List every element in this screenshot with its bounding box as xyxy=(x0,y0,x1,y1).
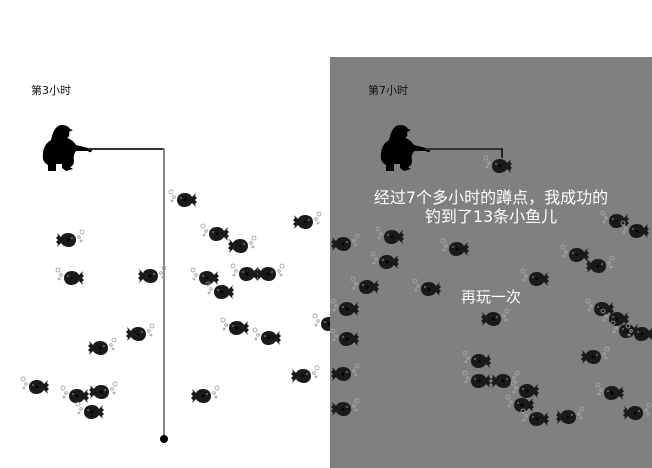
fish-icon xyxy=(312,312,330,334)
fish-icon xyxy=(625,322,652,344)
fish-icon xyxy=(137,264,167,286)
fish-icon xyxy=(125,322,155,344)
fish-icon xyxy=(370,250,400,272)
fish-icon xyxy=(600,307,630,329)
fish-icon xyxy=(330,297,360,319)
hour-counter: 第7小时 xyxy=(368,84,408,97)
fish-icon xyxy=(585,254,615,276)
fish-icon xyxy=(580,345,610,367)
result-line-2: 钓到了13条小鱼儿 xyxy=(424,207,558,226)
fish-icon xyxy=(600,209,630,231)
fish-icon xyxy=(290,364,320,386)
fish-icon xyxy=(440,237,470,259)
fish-icon xyxy=(330,327,360,349)
fish-icon xyxy=(200,222,230,244)
fish-icon xyxy=(330,232,360,254)
fish-icon xyxy=(595,381,625,403)
fish-icon xyxy=(462,349,492,371)
fish-icon xyxy=(60,384,90,406)
fish-icon xyxy=(520,407,550,429)
fish-icon xyxy=(490,369,520,391)
fish-icon xyxy=(88,380,118,402)
fish-icon xyxy=(375,225,405,247)
fish-icon xyxy=(255,262,285,284)
fish-icon xyxy=(205,280,235,302)
fish-icon xyxy=(190,266,220,288)
fish-icon xyxy=(20,375,50,397)
fish-icon xyxy=(505,393,535,415)
fishing-rod xyxy=(88,148,164,150)
fish-icon xyxy=(168,188,198,210)
fish-icon xyxy=(350,275,380,297)
fishing-line[interactable] xyxy=(163,148,165,438)
fish-icon xyxy=(227,234,257,256)
play-again-button[interactable]: 再玩一次 xyxy=(460,288,521,306)
game-screen-fishing[interactable]: 第3小时 xyxy=(0,0,330,468)
fish-icon xyxy=(510,379,540,401)
fish-icon xyxy=(87,336,117,358)
game-screen-result: 第7小时 经过7个多小时的蹲点，我成功的 钓到了13条小鱼儿 再玩一次 xyxy=(330,57,652,468)
fish-icon xyxy=(520,267,550,289)
fish-icon xyxy=(483,154,513,176)
fish-icon xyxy=(230,262,260,284)
fish-icon xyxy=(55,266,85,288)
fish-icon xyxy=(622,401,652,423)
fish-icon xyxy=(220,316,250,338)
fish-icon xyxy=(75,400,105,422)
hour-counter: 第3小时 xyxy=(31,84,71,97)
fish-icon xyxy=(610,319,640,341)
hook-sinker-icon[interactable] xyxy=(160,435,168,443)
fish-icon xyxy=(252,326,282,348)
fish-icon xyxy=(462,369,492,391)
result-line-1: 经过7个多小时的蹲点，我成功的 xyxy=(373,188,609,207)
fish-icon xyxy=(412,277,442,299)
fish-icon xyxy=(292,210,322,232)
fishing-line xyxy=(501,148,503,158)
fish-icon xyxy=(560,243,590,265)
fish-icon xyxy=(620,219,650,241)
result-message: 经过7个多小时的蹲点，我成功的 钓到了13条小鱼儿 xyxy=(330,188,652,226)
fish-icon xyxy=(330,397,360,419)
fishing-rod xyxy=(426,148,502,150)
fish-icon xyxy=(480,307,510,329)
fish-icon xyxy=(555,405,585,427)
fish-icon xyxy=(190,384,220,406)
fish-icon xyxy=(330,362,360,384)
fish-icon xyxy=(55,228,85,250)
